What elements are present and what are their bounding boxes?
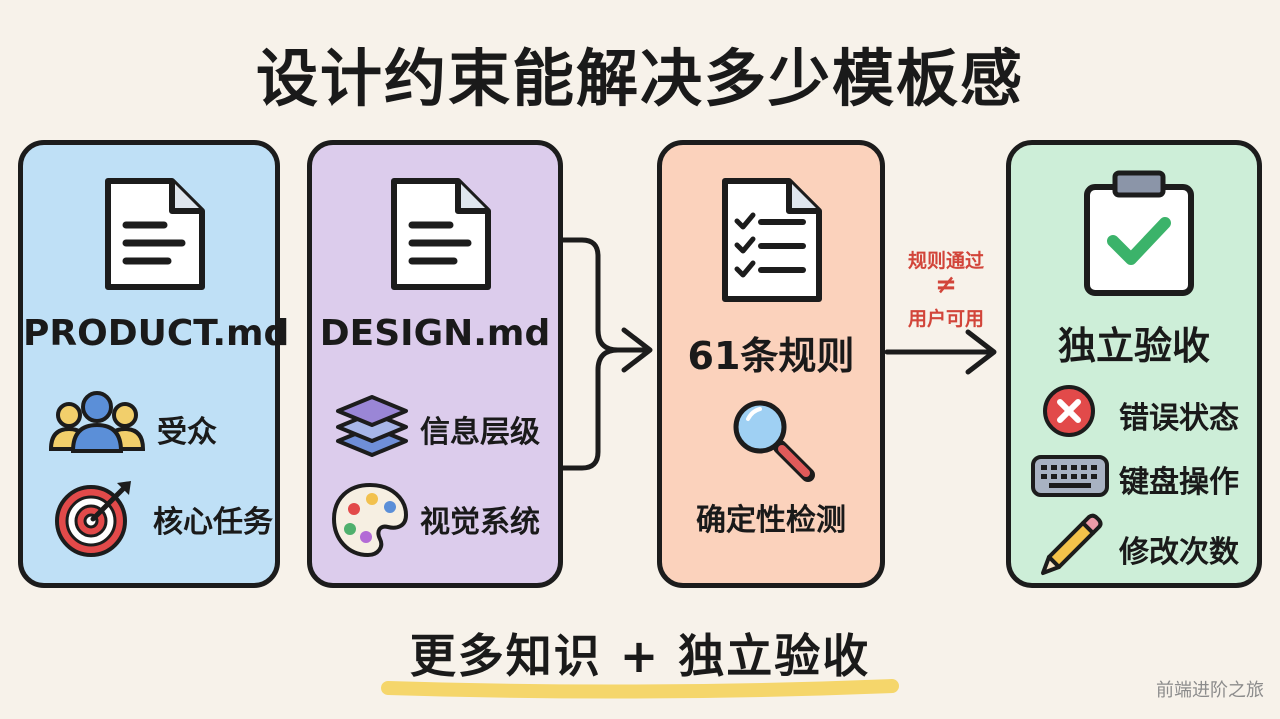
verify-card: 独立验收 错误状态 键盘操作 修改次数 xyxy=(1006,140,1262,588)
item-label: 核心任务 xyxy=(153,505,273,540)
item-label: 受众 xyxy=(157,415,217,450)
magnifier-icon xyxy=(733,400,815,482)
card-title-design: DESIGN.md xyxy=(319,313,551,354)
layers-icon xyxy=(336,395,408,457)
item-label: 错误状态 xyxy=(1119,401,1239,436)
palette-icon xyxy=(331,482,409,558)
item-label: 视觉系统 xyxy=(420,505,540,540)
watermark: 前端进阶之旅 xyxy=(1156,680,1264,701)
list-item: 信息层级 xyxy=(312,389,558,459)
card-title-rules: 61条规则 xyxy=(687,334,855,378)
document-icon xyxy=(391,178,491,290)
keyboard-icon xyxy=(1031,455,1109,497)
item-label: 修改次数 xyxy=(1119,535,1239,570)
item-label: 键盘操作 xyxy=(1119,465,1239,500)
list-item: 键盘操作 xyxy=(1011,445,1257,505)
rules-card: 61条规则 确定性检测 xyxy=(657,140,885,588)
relation-left-text: 规则通过 xyxy=(907,250,984,272)
highlight-underline xyxy=(381,679,899,699)
not-equal-symbol: ≠ xyxy=(935,270,957,300)
design-card: DESIGN.md 信息层级 视觉系统 xyxy=(307,140,563,588)
product-card: PRODUCT.md 受众 核心任务 xyxy=(18,140,290,588)
card-title-product: PRODUCT.md xyxy=(23,313,290,354)
checklist-document-icon xyxy=(722,178,822,302)
target-icon xyxy=(55,481,131,557)
list-item: 修改次数 xyxy=(1011,509,1257,579)
item-label: 确定性检测 xyxy=(696,503,846,538)
relation-right-text: 用户可用 xyxy=(907,308,984,330)
item-label: 信息层级 xyxy=(420,415,540,450)
diagram-title: 设计约束能解决多少模板感 xyxy=(255,42,1024,115)
document-icon xyxy=(105,178,205,290)
list-item: 核心任务 xyxy=(23,479,275,557)
pencil-icon xyxy=(1041,513,1103,575)
card-title-verify: 独立验收 xyxy=(1057,324,1210,368)
clipboard-check-icon xyxy=(1084,170,1194,296)
list-item: 受众 xyxy=(23,389,275,459)
audience-icon xyxy=(48,391,146,453)
list-item: 视觉系统 xyxy=(312,479,558,558)
summary-text: 更多知识 + 独立验收 xyxy=(409,629,871,683)
error-icon xyxy=(1043,385,1095,437)
list-item: 错误状态 xyxy=(1011,381,1257,441)
